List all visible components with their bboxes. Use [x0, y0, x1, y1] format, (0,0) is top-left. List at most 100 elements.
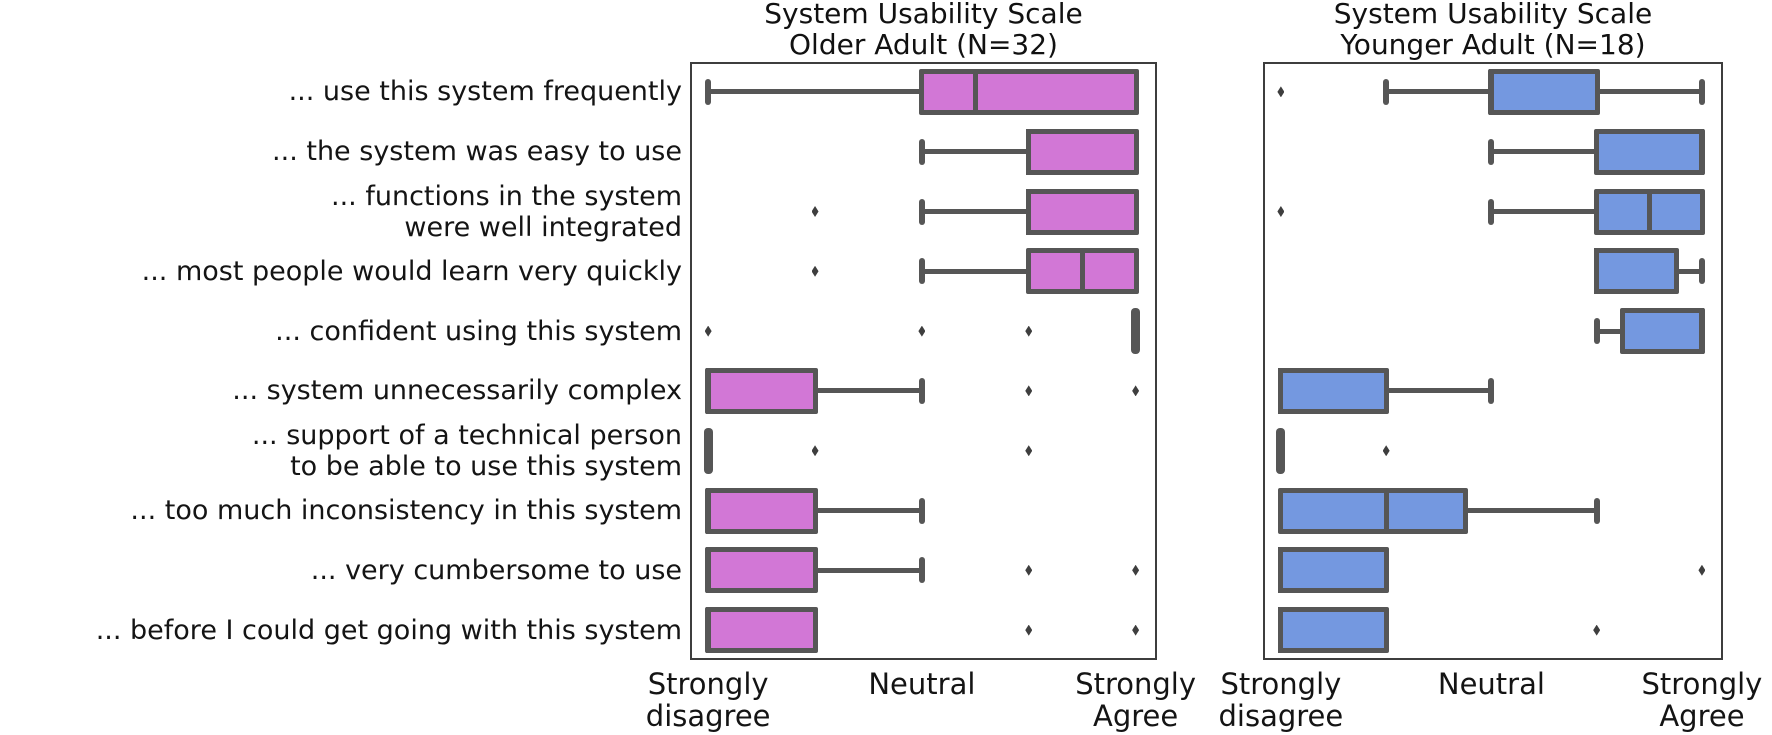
whisker-low-line: [1386, 89, 1492, 95]
whisker-low-line: [708, 89, 922, 95]
x-tick-label: Neutral: [1381, 668, 1601, 700]
outlier-diamond: [811, 206, 819, 217]
x-tick-label-line: Neutral: [868, 667, 976, 701]
outlier-diamond: [1593, 624, 1601, 636]
outlier-diamond: [1698, 564, 1706, 576]
whisker-low-cap: [1488, 138, 1495, 165]
whisker-high-cap: [918, 557, 925, 584]
whisker-low-line: [1596, 328, 1623, 334]
box: [705, 487, 819, 534]
collapsed-box: [1131, 308, 1141, 355]
whisker-low-line: [921, 209, 1029, 214]
box: [1593, 128, 1705, 175]
whisker-high-cap: [1488, 377, 1495, 404]
row-label-line: ... system unnecessarily complex: [232, 375, 682, 407]
collapsed-box: [1276, 427, 1286, 474]
box: [1277, 547, 1390, 594]
box: [1025, 188, 1139, 235]
row-label: ... use this system frequently: [0, 76, 682, 107]
row-label: ... before I could get going with this s…: [0, 615, 682, 646]
median-line: [1383, 487, 1389, 534]
box: [1593, 248, 1679, 295]
whisker-high-line: [815, 508, 922, 513]
row-label: ... the system was easy to use: [0, 136, 682, 167]
x-tick-label-line: disagree: [1218, 699, 1344, 733]
median-line: [1026, 128, 1032, 175]
box: [705, 367, 819, 414]
median-line: [705, 367, 711, 414]
box: [1488, 68, 1600, 115]
row-label-line: ... before I could get going with this s…: [95, 614, 682, 646]
whisker-low-cap: [1383, 78, 1390, 105]
x-tick-label-line: Neutral: [1437, 667, 1545, 701]
row-label-line: ... too much inconsistency in this syste…: [130, 495, 682, 526]
x-tick-label-line: Agree: [1093, 699, 1179, 733]
whisker-high-line: [1675, 268, 1702, 274]
outlier-diamond: [1132, 385, 1140, 397]
outlier-diamond: [811, 265, 819, 277]
box: [1620, 308, 1705, 355]
whisker-low-cap: [1488, 198, 1495, 225]
whisker-low-line: [1491, 209, 1597, 214]
row-label: ... confident using this system: [0, 316, 682, 347]
whisker-low-cap: [918, 138, 925, 165]
plot-title-line: System Usability Scale: [764, 0, 1083, 30]
median-line: [1079, 248, 1085, 295]
median-line: [1488, 68, 1494, 115]
outlier-diamond: [918, 325, 926, 337]
outlier-diamond: [1132, 624, 1140, 636]
outlier-diamond: [1277, 206, 1285, 217]
whisker-high-cap: [1698, 258, 1705, 285]
whisker-low-line: [921, 268, 1029, 274]
median-line: [705, 607, 711, 654]
median-line: [1278, 367, 1284, 414]
outlier-diamond: [1025, 325, 1033, 337]
row-label-line: ... the system was easy to use: [272, 136, 682, 168]
collapsed-box: [703, 427, 713, 474]
whisker-high-cap: [918, 497, 925, 524]
median-line: [705, 547, 711, 594]
box: [1277, 487, 1469, 534]
outlier-diamond: [1025, 445, 1033, 457]
whisker-high-cap: [1593, 497, 1600, 524]
whisker-low-cap: [705, 78, 712, 105]
plot-title-line: Younger Adult (N=18): [1340, 28, 1646, 61]
box: [1277, 607, 1390, 654]
whisker-high-line: [815, 388, 922, 394]
whisker-high-line: [815, 567, 922, 573]
row-label: ... too much inconsistency in this syste…: [0, 495, 682, 526]
outlier-diamond: [704, 325, 712, 337]
box: [918, 68, 1139, 115]
whisker-high-line: [1465, 508, 1597, 513]
x-tick-label-line: Strongly: [1220, 667, 1342, 701]
median-line: [1699, 128, 1705, 175]
median-line: [972, 68, 978, 115]
outlier-diamond: [1382, 445, 1390, 457]
median-line: [1026, 188, 1032, 235]
median-line: [705, 487, 711, 534]
row-label: ... most people would learn very quickly: [0, 256, 682, 287]
row-label-line: ... very cumbersome to use: [310, 554, 682, 586]
median-line: [1278, 547, 1284, 594]
x-tick-label-line: Strongly: [1641, 667, 1763, 701]
median-line: [1646, 188, 1652, 235]
row-label: ... very cumbersome to use: [0, 555, 682, 586]
row-label-line: ... most people would learn very quickly: [141, 255, 682, 287]
x-tick-label-line: Strongly: [1075, 667, 1197, 701]
row-label-line: to be able to use this system: [290, 450, 682, 482]
x-tick-label: Neutral: [812, 668, 1032, 700]
whisker-low-cap: [918, 198, 925, 225]
row-label-line: ... confident using this system: [275, 315, 682, 347]
outlier-diamond: [1132, 564, 1140, 576]
median-line: [1278, 607, 1284, 654]
row-label-line: ... use this system frequently: [288, 76, 682, 108]
box: [1025, 128, 1139, 175]
x-tick-label-line: disagree: [645, 699, 771, 733]
